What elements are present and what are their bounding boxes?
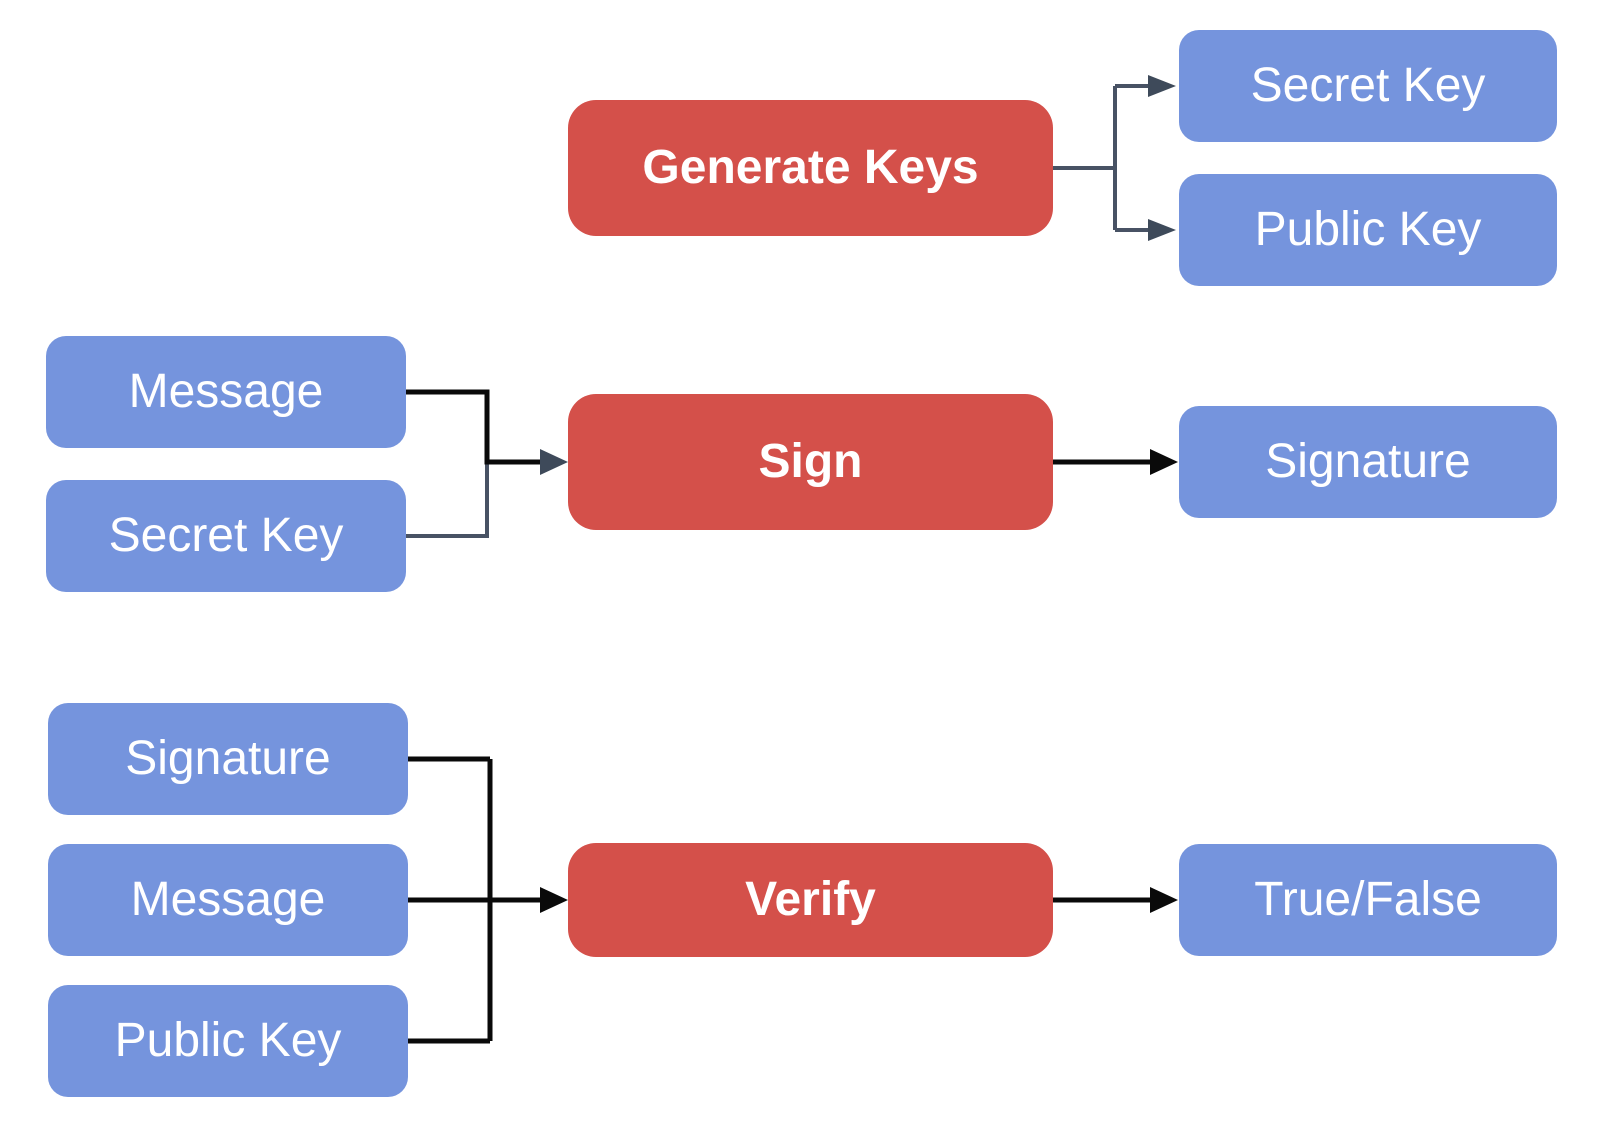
arrowhead-to-sign-icon xyxy=(540,449,568,475)
connector-message-to-sign xyxy=(406,389,540,465)
node-true-false-output: True/False xyxy=(1179,844,1557,956)
node-signature-output-label: Signature xyxy=(1265,435,1471,488)
node-sign-label: Sign xyxy=(758,435,863,488)
node-message-input-sign-label: Message xyxy=(128,365,324,418)
connector-verify-inputs xyxy=(408,756,540,1044)
node-generate-keys-label: Generate Keys xyxy=(642,141,979,194)
node-public-key-input-verify-label: Public Key xyxy=(114,1014,342,1067)
node-message-input-verify: Message xyxy=(48,844,408,956)
node-generate-keys: Generate Keys xyxy=(568,100,1053,236)
arrowhead-to-true-false-icon xyxy=(1150,887,1178,913)
node-verify-label: Verify xyxy=(745,873,876,926)
node-sign: Sign xyxy=(568,394,1053,530)
node-public-key-input-verify: Public Key xyxy=(48,985,408,1097)
node-signature-input-verify-label: Signature xyxy=(125,732,331,785)
arrowhead-to-public-key-icon xyxy=(1148,219,1176,241)
node-secret-key-output-label: Secret Key xyxy=(1250,59,1486,112)
node-signature-output: Signature xyxy=(1179,406,1557,518)
node-secret-key-output: Secret Key xyxy=(1179,30,1557,142)
node-true-false-output-label: True/False xyxy=(1254,873,1482,926)
node-verify: Verify xyxy=(568,843,1053,957)
node-message-input-sign: Message xyxy=(46,336,406,448)
connector-secret-key-to-sign xyxy=(406,460,540,538)
node-message-input-verify-label: Message xyxy=(130,873,326,926)
node-secret-key-input-sign: Secret Key xyxy=(46,480,406,592)
node-public-key-output-label: Public Key xyxy=(1254,203,1482,256)
node-public-key-output: Public Key xyxy=(1179,174,1557,286)
connector-generate-keys-split xyxy=(1053,84,1148,232)
arrowhead-to-signature-icon xyxy=(1150,449,1178,475)
arrowhead-to-verify-icon xyxy=(540,887,568,913)
arrowhead-to-secret-key-icon xyxy=(1148,75,1176,97)
node-secret-key-input-sign-label: Secret Key xyxy=(108,509,344,562)
node-signature-input-verify: Signature xyxy=(48,703,408,815)
